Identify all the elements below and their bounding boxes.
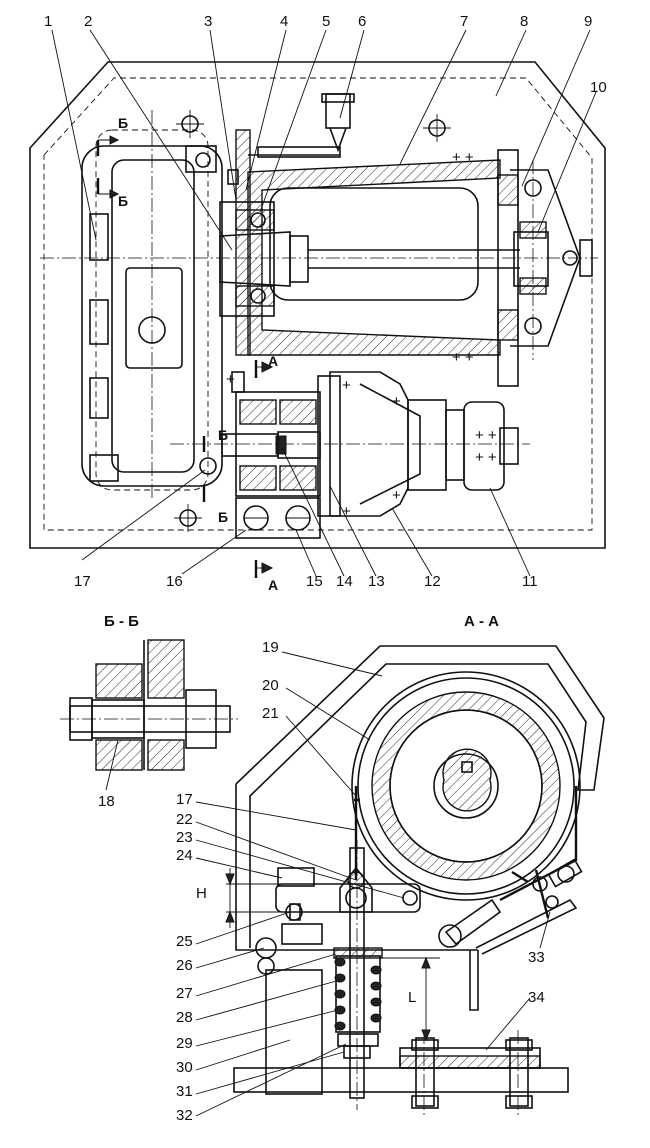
section-aa-part-numbers: 19 20 21 17 22 23 24 25 26 27 28 29 30 3… <box>176 639 545 1124</box>
part-number: 29 <box>176 1035 193 1052</box>
section-mark-b: Б <box>218 427 228 443</box>
part-number: 3 <box>204 13 212 30</box>
part-number: 12 <box>424 573 441 590</box>
part-number: 19 <box>262 639 279 656</box>
svg-text:+: + <box>342 503 351 520</box>
plan-view-leaders <box>51 29 597 577</box>
part-number: 24 <box>176 847 193 864</box>
section-aa: А - А <box>196 613 605 1116</box>
part-number: 18 <box>98 793 115 810</box>
svg-text:+ +: + + <box>475 427 497 444</box>
spring-28 <box>334 955 382 1033</box>
part-number: 28 <box>176 1009 193 1026</box>
shaft-2 <box>219 231 291 287</box>
drum-housing-7 <box>247 159 501 356</box>
part-number: 9 <box>584 13 592 30</box>
svg-text:+ +: + + <box>452 349 474 366</box>
part-number: 7 <box>460 13 468 30</box>
part-number: 20 <box>262 677 279 694</box>
hood-19 <box>235 645 605 948</box>
sensor-6 <box>325 93 351 129</box>
section-aa-title: А - А <box>464 613 499 630</box>
svg-text:+ +: + + <box>452 149 474 166</box>
part-number: 33 <box>528 949 545 966</box>
part-number: 27 <box>176 985 193 1002</box>
lever-24 <box>275 883 421 913</box>
tensioner-33 <box>511 858 583 919</box>
section-mark-b: Б <box>118 193 128 209</box>
housing-inner-outline <box>43 77 593 531</box>
section-mark-a: А <box>268 577 278 593</box>
drum-20 <box>351 671 581 901</box>
part-number: 2 <box>84 13 92 30</box>
part-number: 6 <box>358 13 366 30</box>
svg-text:+: + <box>226 371 235 388</box>
svg-text:+: + <box>342 377 351 394</box>
part-number: 17 <box>74 573 91 590</box>
part-number: 26 <box>176 957 193 974</box>
svg-text:+: + <box>392 487 401 504</box>
housing-outline <box>29 61 606 549</box>
dimension-h: H <box>196 885 207 902</box>
part-number: 31 <box>176 1083 193 1100</box>
part-number: 17 <box>176 791 193 808</box>
part-number: 10 <box>590 79 607 96</box>
part-number: 25 <box>176 933 193 950</box>
part-number: 16 <box>166 573 183 590</box>
part-number: 5 <box>322 13 330 30</box>
svg-text:+: + <box>392 393 401 410</box>
part-number: 32 <box>176 1107 193 1124</box>
dimension-l: L <box>408 989 416 1006</box>
section-mark-b: Б <box>118 115 128 131</box>
part-number: 8 <box>520 13 528 30</box>
section-aa-leaders <box>195 651 551 1117</box>
part-number: 1 <box>44 13 52 30</box>
column-30 <box>265 969 323 1095</box>
plan-view-part-numbers: 1 2 3 4 5 6 7 8 9 10 17 16 15 14 13 12 1… <box>44 13 607 590</box>
flange-4 <box>235 129 251 356</box>
section-mark-b: Б <box>218 509 228 525</box>
section-bb: Б - Б 18 <box>60 613 238 810</box>
part-number: 30 <box>176 1059 193 1076</box>
part-number: 15 <box>306 573 323 590</box>
svg-text:+ +: + + <box>475 449 497 466</box>
part-number: 22 <box>176 811 193 828</box>
part-number: 11 <box>522 573 538 590</box>
part-number: 34 <box>528 989 545 1006</box>
part-number: 21 <box>262 705 279 722</box>
plan-view: Б Б <box>29 61 606 593</box>
section-mark-a: А <box>268 353 278 369</box>
part-number: 4 <box>280 13 288 30</box>
part-number: 13 <box>368 573 385 590</box>
section-bb-title: Б - Б <box>104 613 139 630</box>
part-number: 14 <box>336 573 353 590</box>
part-number: 23 <box>176 829 193 846</box>
